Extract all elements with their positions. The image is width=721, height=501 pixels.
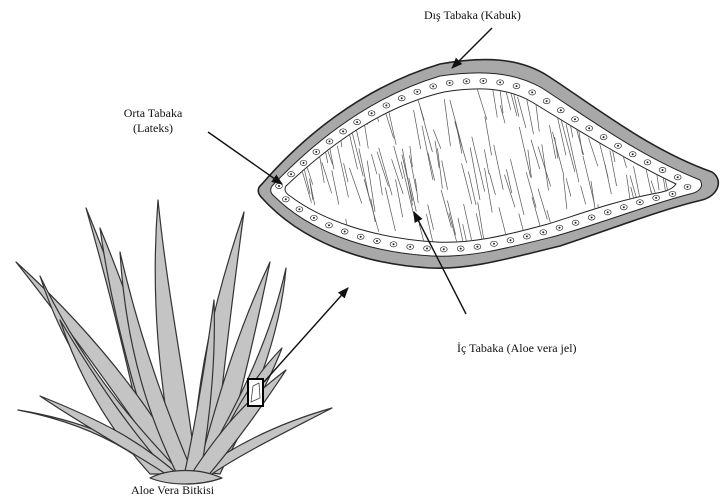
latex-cell <box>357 234 364 239</box>
latex-cell <box>282 197 289 202</box>
latex-cell <box>507 238 514 243</box>
latex-cell <box>424 246 431 251</box>
latex-cell <box>684 184 691 189</box>
latex-cell <box>653 195 660 200</box>
latex-cell <box>572 117 579 122</box>
latex-cell <box>341 229 348 234</box>
latex-cell <box>497 80 504 85</box>
latex-cell <box>543 99 550 104</box>
latex-cell <box>529 90 536 95</box>
inner-layer-label: İç Tabaka (Aloe vera jel) <box>457 341 577 356</box>
latex-cell <box>674 175 681 180</box>
gel-hatch-line <box>658 124 663 147</box>
latex-cell <box>513 84 520 89</box>
latex-cell <box>586 126 593 131</box>
latex-cell <box>474 244 481 249</box>
leaf-cross-section <box>258 60 718 284</box>
latex-cell <box>480 78 487 83</box>
latex-cell <box>300 160 307 165</box>
latex-cell <box>374 238 381 243</box>
latex-cell <box>313 149 320 154</box>
sample-box <box>248 379 263 406</box>
latex-cell <box>398 96 405 101</box>
gel-hatch-line <box>312 106 317 126</box>
gel-hatch-line <box>675 226 676 247</box>
latex-cell <box>669 191 676 196</box>
middle-layer-label-line1: Orta Tabaka <box>108 106 198 121</box>
latex-cell <box>540 230 547 235</box>
gel-hatch-line <box>659 98 668 128</box>
latex-cell <box>557 108 564 113</box>
latex-cell <box>383 103 390 108</box>
latex-cell <box>629 152 636 157</box>
middle-layer-pointer <box>208 132 282 184</box>
latex-cell <box>368 111 375 116</box>
gel-hatch-line <box>637 227 644 245</box>
latex-cell <box>659 167 666 172</box>
latex-cell <box>572 220 579 225</box>
gel-hatch-line <box>637 227 649 284</box>
latex-cell <box>326 223 333 228</box>
latex-cell <box>390 242 397 247</box>
latex-cell <box>637 200 644 205</box>
latex-cell <box>354 120 361 125</box>
latex-cell <box>407 244 414 249</box>
latex-cell <box>615 143 622 148</box>
aloe-vera-plant <box>16 200 332 484</box>
latex-cell <box>604 210 611 215</box>
latex-cell <box>457 246 464 251</box>
latex-cell <box>491 241 498 246</box>
latex-cell <box>340 129 347 134</box>
latex-cell <box>600 135 607 140</box>
latex-cell <box>296 207 303 212</box>
gel-hatch-line <box>647 95 650 122</box>
latex-cell <box>524 234 531 239</box>
middle-layer-label-line2: (Lateks) <box>108 121 198 136</box>
latex-cell <box>588 215 595 220</box>
latex-cell <box>414 89 421 94</box>
latex-cell <box>620 205 627 210</box>
latex-cell <box>556 225 563 230</box>
latex-cell <box>288 172 295 177</box>
latex-cell <box>440 247 447 252</box>
latex-cell <box>326 139 333 144</box>
latex-cell <box>311 215 318 220</box>
plant-label: Aloe Vera Bitkisi <box>131 483 214 498</box>
latex-cell <box>644 160 651 165</box>
latex-cell <box>463 79 470 84</box>
middle-layer-label: Orta Tabaka (Lateks) <box>108 106 198 136</box>
latex-cell <box>430 84 437 89</box>
gel-hatch-line <box>616 91 624 115</box>
outer-layer-label: Dış Tabaka (Kabuk) <box>424 8 521 23</box>
latex-cell <box>446 80 453 85</box>
